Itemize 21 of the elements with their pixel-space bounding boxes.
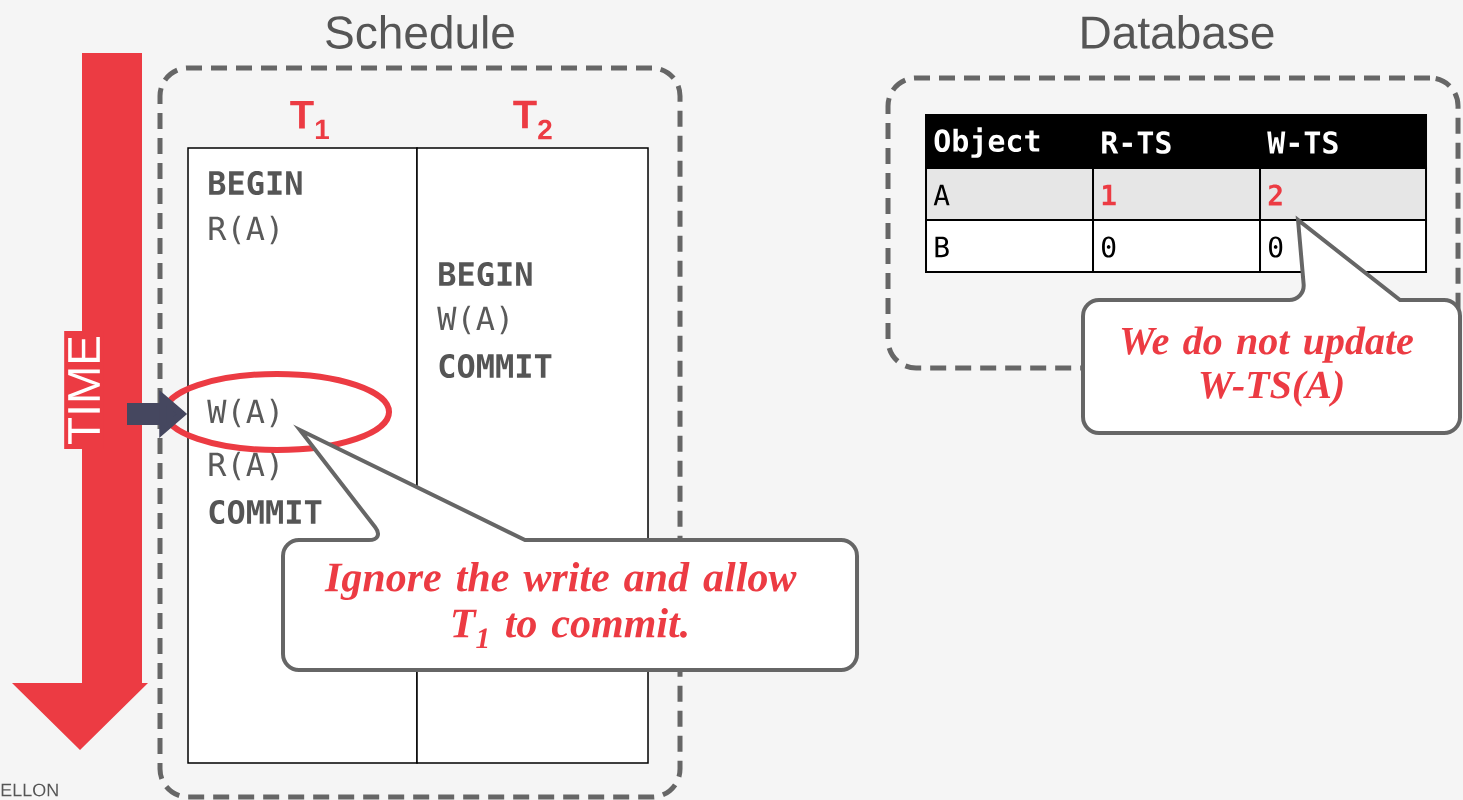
operation-text: BEGIN [439, 261, 532, 287]
table-cell: B [925, 219, 1094, 273]
operation-text: BEGIN [209, 170, 302, 196]
operation-text: R(A) [209, 215, 278, 245]
operation-text: W(A) [437, 305, 508, 335]
table-cell: 0 [1092, 219, 1261, 273]
table-cell: Object [925, 114, 1094, 169]
table-cell: 2 [1259, 167, 1427, 221]
operation-text: W(A) [207, 398, 278, 428]
column-header: T$_{2}$ [513, 100, 552, 140]
table-cell: A [925, 167, 1094, 221]
footer-text: ELLON [1, 783, 58, 797]
operation-text: R(A) [209, 451, 278, 481]
operation-text: COMMIT [439, 353, 552, 379]
table-cell: W-TS [1259, 114, 1427, 169]
table-cell: 1 [1092, 167, 1261, 221]
node-label: Database [1082, 15, 1274, 49]
node-label: Schedule [326, 15, 514, 49]
table-cell: R-TS [1092, 114, 1261, 169]
column-header: T$_{1}$ [290, 100, 329, 140]
time-label: TIME [64, 331, 104, 449]
